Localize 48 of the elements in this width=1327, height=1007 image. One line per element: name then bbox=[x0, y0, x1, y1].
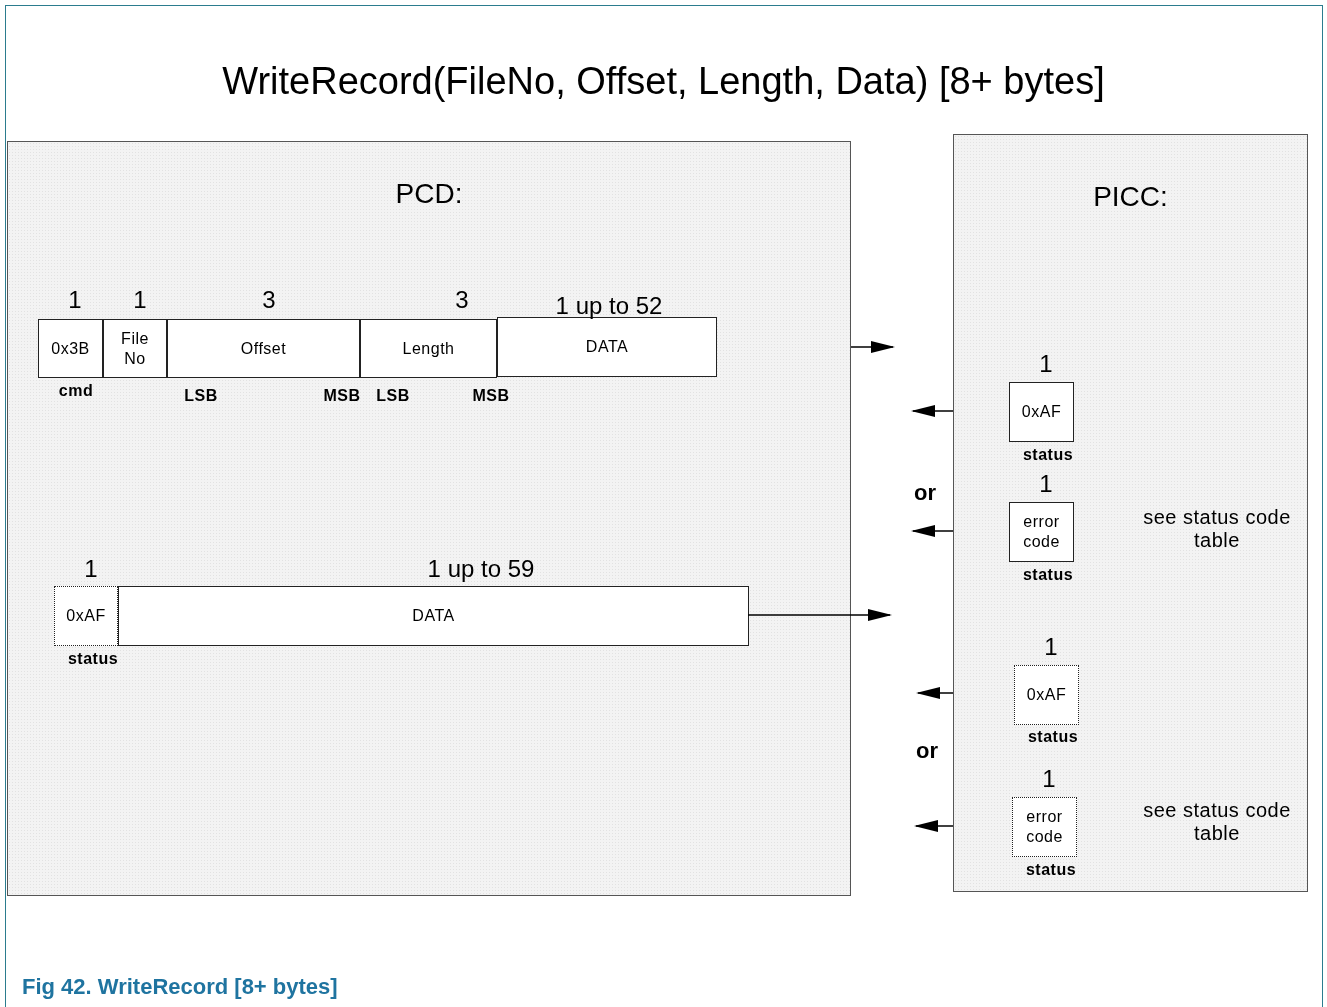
panel bbox=[953, 134, 1308, 892]
field-box: 0xAF bbox=[1014, 665, 1079, 725]
field-box: 0x3B bbox=[38, 319, 103, 378]
byte-count: 1 up to 59 bbox=[426, 555, 536, 583]
byte-count: 1 bbox=[1038, 470, 1054, 498]
field-label: status bbox=[1021, 446, 1075, 464]
or-label: or bbox=[913, 480, 937, 506]
field-box: error code bbox=[1009, 502, 1074, 562]
field-label: status bbox=[1021, 566, 1075, 584]
byte-count: 1 bbox=[1038, 350, 1054, 378]
field-label: status bbox=[1024, 861, 1078, 879]
byte-count: 1 bbox=[1041, 765, 1057, 793]
arrow bbox=[850, 341, 895, 353]
note-text: see status code table bbox=[1142, 799, 1292, 845]
field-box: 0xAF bbox=[1009, 382, 1074, 442]
arrow bbox=[911, 405, 954, 417]
arrow bbox=[914, 820, 954, 832]
field-box: Offset bbox=[167, 319, 360, 378]
arrow bbox=[747, 609, 892, 621]
field-label: LSB bbox=[183, 387, 219, 405]
figure-caption: Fig 42. WriteRecord [8+ bytes] bbox=[22, 974, 338, 1000]
field-box: DATA bbox=[118, 586, 749, 646]
field-box: 0xAF bbox=[54, 586, 118, 646]
panel bbox=[7, 141, 851, 896]
panel-title: PICC: bbox=[1092, 181, 1169, 213]
note-text: see status code table bbox=[1142, 506, 1292, 552]
field-box: DATA bbox=[497, 317, 717, 377]
field-label: LSB bbox=[375, 387, 411, 405]
field-label: status bbox=[1026, 728, 1080, 746]
field-box: File No bbox=[103, 319, 167, 378]
byte-count: 3 bbox=[454, 286, 470, 314]
arrow bbox=[911, 525, 954, 537]
byte-count: 3 bbox=[261, 286, 277, 314]
field-label: MSB bbox=[471, 387, 511, 405]
field-label: status bbox=[66, 650, 120, 668]
panel-title: PCD: bbox=[394, 178, 464, 210]
field-box: error code bbox=[1012, 797, 1077, 857]
byte-count: 1 bbox=[67, 286, 83, 314]
arrow bbox=[916, 687, 954, 699]
field-box: Length bbox=[360, 319, 497, 378]
byte-count: 1 bbox=[132, 286, 148, 314]
byte-count: 1 bbox=[83, 555, 99, 583]
diagram-title: WriteRecord(FileNo, Offset, Length, Data) [8+ bytes] bbox=[221, 60, 1106, 103]
byte-count: 1 bbox=[1043, 633, 1059, 661]
field-label: MSB bbox=[322, 387, 362, 405]
or-label: or bbox=[915, 738, 939, 764]
field-label: cmd bbox=[57, 382, 95, 400]
byte-count: 1 up to 52 bbox=[554, 292, 664, 320]
